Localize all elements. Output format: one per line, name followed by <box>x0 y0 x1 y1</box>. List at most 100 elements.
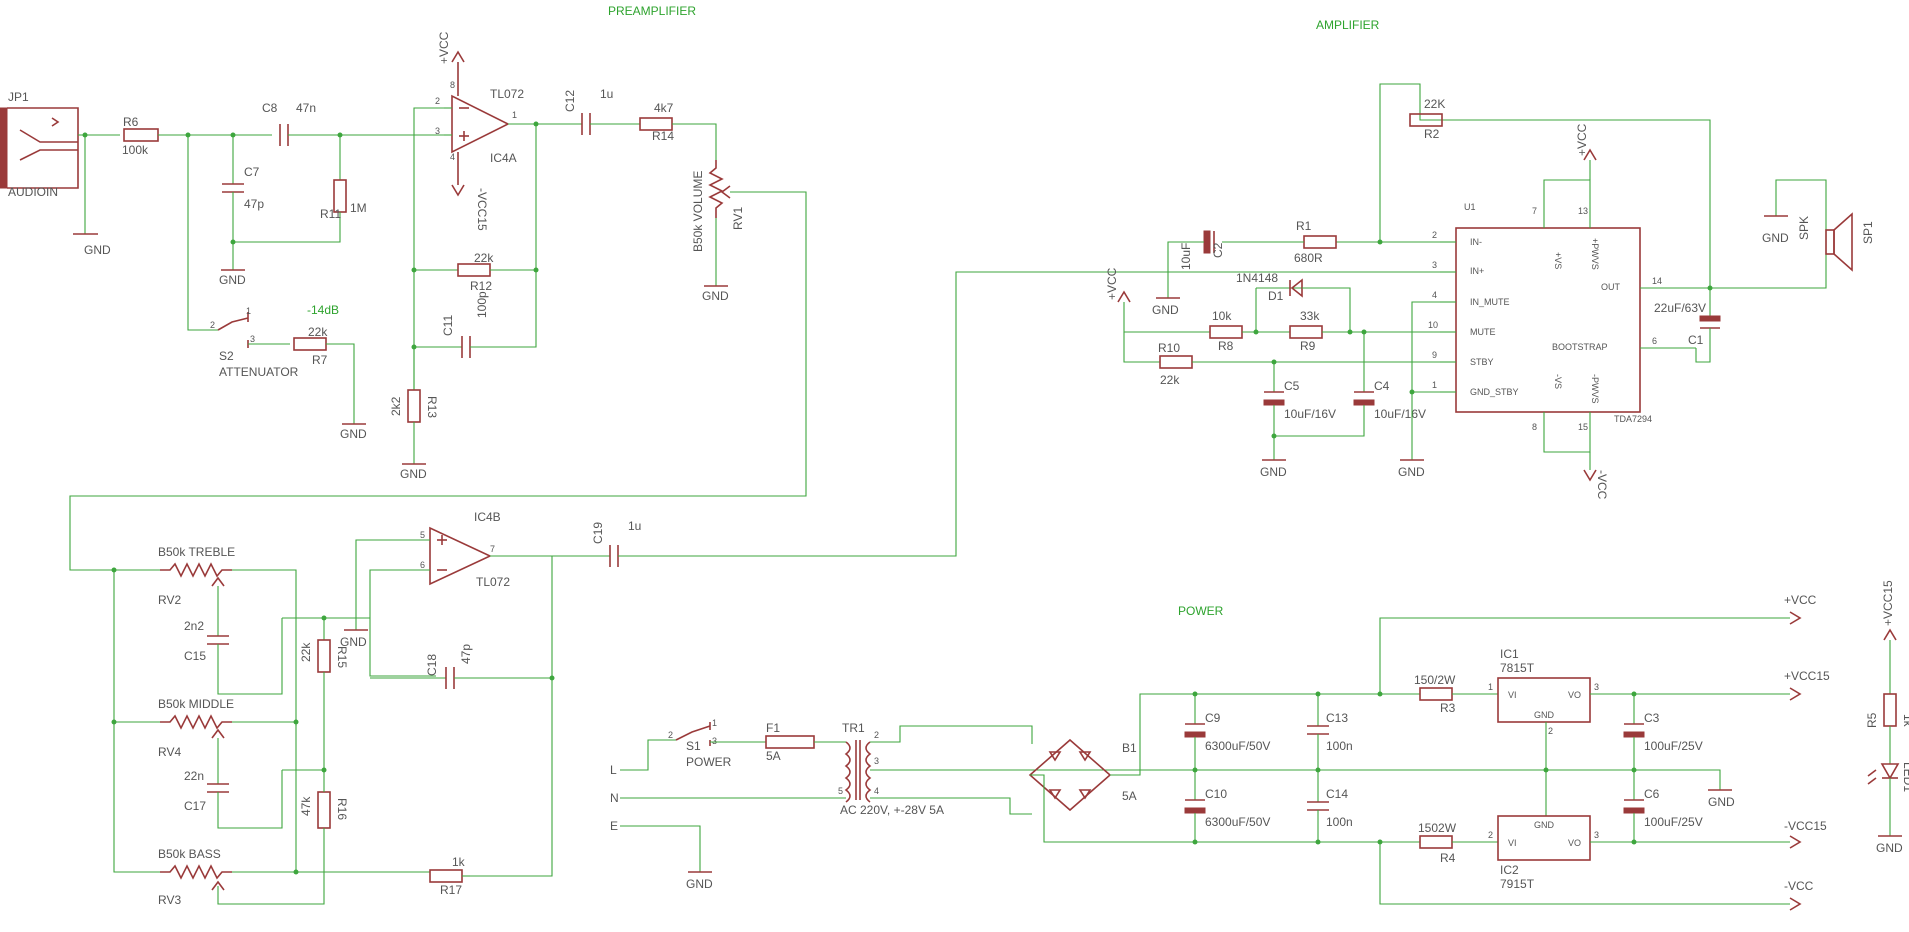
vcc15-out-label: +VCC15 <box>1784 669 1830 683</box>
svg-text:1: 1 <box>246 306 251 316</box>
regulator-ic2 <box>1497 815 1591 861</box>
power-title: POWER <box>1178 604 1224 618</box>
ic-u1-tda7294 <box>1455 227 1641 413</box>
svg-text:2: 2 <box>668 730 673 740</box>
svg-text:15: 15 <box>1578 422 1588 432</box>
svg-text:VO: VO <box>1568 838 1581 848</box>
svg-text:7: 7 <box>1532 206 1537 216</box>
svg-text:BOOTSTRAP: BOOTSTRAP <box>1552 342 1608 352</box>
svg-text:2: 2 <box>1488 830 1493 840</box>
r8-label: R8 <box>1218 339 1234 353</box>
tr1-label: TR1 <box>842 721 865 735</box>
svg-text:VI: VI <box>1508 690 1517 700</box>
bridge-rectifier-b1 <box>1028 738 1112 812</box>
c14-label: C14 <box>1326 787 1348 801</box>
r3-value: 150/2W <box>1414 673 1456 687</box>
c5-value: 10uF/16V <box>1284 407 1336 421</box>
r2-value: 22K <box>1424 97 1445 111</box>
svg-text:1: 1 <box>712 718 717 728</box>
gnd-symbol: GND <box>73 233 111 257</box>
svg-text:6: 6 <box>420 560 425 570</box>
r9-label: R9 <box>1300 339 1316 353</box>
r14-label: R14 <box>652 129 674 143</box>
r2-label: R2 <box>1424 127 1440 141</box>
d1-value: 1N4148 <box>1236 271 1278 285</box>
r10-label: R10 <box>1158 341 1180 355</box>
c8-value: 47n <box>296 101 316 115</box>
svg-text:+PWVS: +PWVS <box>1590 238 1600 270</box>
preamplifier-title: PREAMPLIFIER <box>608 4 696 18</box>
rv2-label: RV2 <box>158 593 181 607</box>
gnd-spk-label: GND <box>1762 231 1789 245</box>
f1-label: F1 <box>766 721 780 735</box>
svg-text:2: 2 <box>210 320 215 330</box>
f1-value: 5A <box>766 749 781 763</box>
c8-label: C8 <box>262 101 278 115</box>
svg-text:2: 2 <box>1548 726 1553 736</box>
vcc-amp-label: +VCC <box>1575 123 1589 156</box>
c11-value: 100p <box>475 291 489 318</box>
s1-value: POWER <box>686 755 732 769</box>
vcc-out-label: +VCC <box>1784 593 1817 607</box>
ic2-value: 7915T <box>1500 877 1535 891</box>
c5-label: C5 <box>1284 379 1300 393</box>
r13-value: 2k2 <box>389 396 403 416</box>
c1-value: 22uF/63V <box>1654 301 1706 315</box>
u1-label: U1 <box>1464 202 1476 212</box>
svg-text:OUT: OUT <box>1601 282 1621 292</box>
r12-value: 22k <box>474 251 494 265</box>
n-label: N <box>610 791 619 805</box>
svg-text:14: 14 <box>1652 276 1662 286</box>
r1-value: 680R <box>1294 251 1323 265</box>
svg-text:3: 3 <box>1432 260 1437 270</box>
r11-value: 1M <box>350 201 367 215</box>
c6-value: 100uF/25V <box>1644 815 1703 829</box>
gnd-c7-label: GND <box>219 273 246 287</box>
gnd-r7-label: GND <box>340 427 367 441</box>
gnd-c5-label: GND <box>1260 465 1287 479</box>
r5-label: R5 <box>1865 712 1879 728</box>
sp1-label: SP1 <box>1861 221 1875 244</box>
gnd-r13-label: GND <box>400 467 427 481</box>
audioin-label: AUDIOIN <box>8 185 58 199</box>
r11-label: R11 <box>320 207 341 221</box>
c6-label: C6 <box>1644 787 1660 801</box>
svg-text:5: 5 <box>420 530 425 540</box>
l-label: L <box>610 763 617 777</box>
jp1-label: JP1 <box>8 90 29 104</box>
r15-label: R15 <box>335 646 349 668</box>
svg-text:5: 5 <box>838 786 843 796</box>
c12-value: 1u <box>600 87 613 101</box>
svg-text:6: 6 <box>1652 336 1657 346</box>
r6-label: R6 <box>123 115 139 129</box>
c15-label: C15 <box>184 649 206 663</box>
e-label: E <box>610 819 618 833</box>
attenuation-label: -14dB <box>307 303 339 317</box>
vcc-mute-label: +VCC <box>1105 267 1119 300</box>
bass-label: B50k BASS <box>158 847 221 861</box>
svg-text:IN-: IN- <box>1470 237 1482 247</box>
r15-value: 22k <box>299 642 313 662</box>
c13-label: C13 <box>1326 711 1348 725</box>
svg-text:-VS: -VS <box>1553 374 1563 389</box>
r13-label: R13 <box>425 396 439 418</box>
ic1-label: IC1 <box>1500 647 1519 661</box>
svg-text:GND_STBY: GND_STBY <box>1470 387 1519 397</box>
r7-label: R7 <box>312 353 328 367</box>
svg-text:1: 1 <box>512 110 517 120</box>
r12-label: R12 <box>470 279 492 293</box>
tl072-a-label: TL072 <box>490 87 524 101</box>
c19-value: 1u <box>628 519 641 533</box>
svg-text:3: 3 <box>712 736 717 746</box>
b1-label: B1 <box>1122 741 1137 755</box>
middle-label: B50k MIDDLE <box>158 697 234 711</box>
tl072-b-label: TL072 <box>476 575 510 589</box>
ic4a-label: IC4A <box>490 151 517 165</box>
gnd-stby-label: GND <box>1398 465 1425 479</box>
vcc-neg-amp-label: -VCC <box>1595 470 1609 500</box>
s2-label: S2 <box>219 349 234 363</box>
c19-label: C19 <box>591 522 605 544</box>
resistor-r6 <box>123 128 159 142</box>
svg-text:1: 1 <box>1488 682 1493 692</box>
